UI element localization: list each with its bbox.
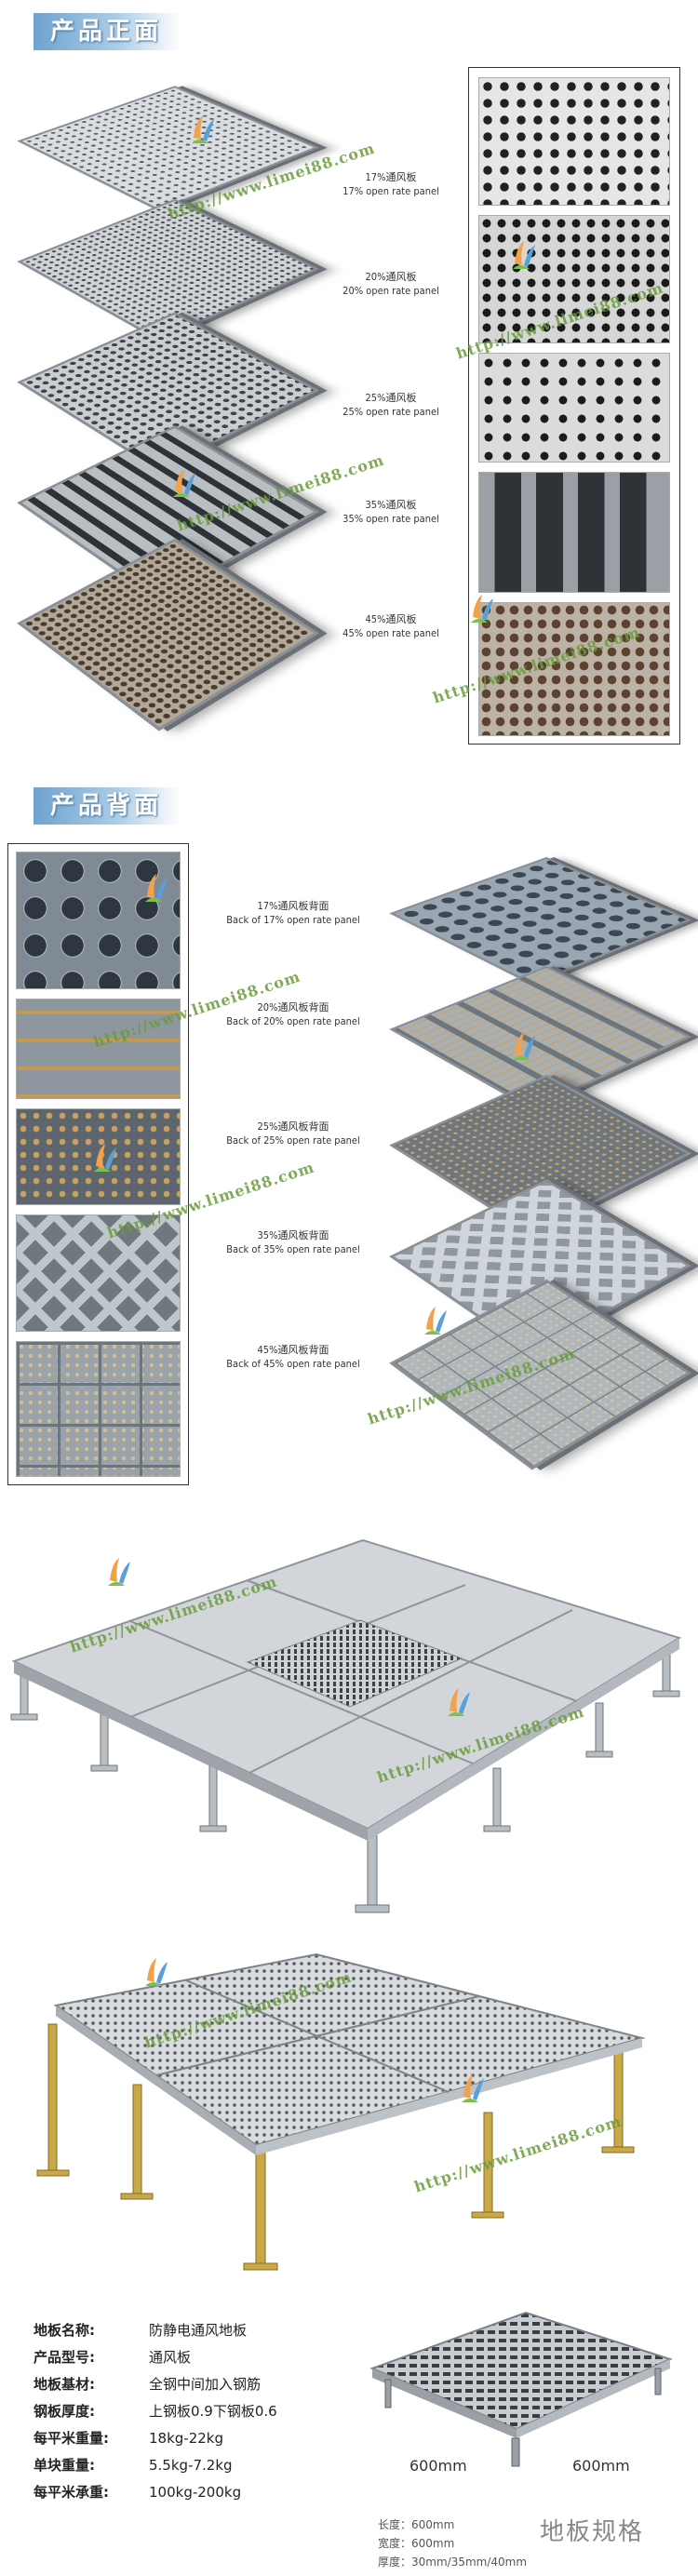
brand-logo-icon: [145, 1958, 168, 1986]
spec-key: 钢板厚度:: [34, 2403, 95, 2420]
front-closeup-frame: [468, 67, 680, 745]
spec-value: 防静电通风地板: [149, 2322, 248, 2339]
brand-logo-icon: [108, 1558, 130, 1586]
closeup-35-front: [478, 472, 670, 593]
spec-value: 上钢板0.9下钢板0.6: [149, 2403, 277, 2420]
spec-value: 5.5kg-7.2kg: [149, 2457, 233, 2474]
brand-logo-icon: [94, 1144, 116, 1172]
spec-key: 地板名称:: [34, 2322, 95, 2339]
front-panel-stack: [9, 56, 326, 745]
back-section-title: 产品背面: [34, 787, 181, 825]
dimension-length: 长度：600mm: [378, 2518, 455, 2531]
spec-key: 单块重量:: [34, 2457, 95, 2474]
back-closeup-frame: [7, 843, 189, 1485]
raised-floor-scene-1: http://www.limei88.com http://www.limei8…: [0, 1498, 698, 1936]
spec-value: 全钢中间加入钢筋: [149, 2376, 262, 2393]
spec-key: 产品型号:: [34, 2349, 95, 2366]
closeup-17-front: [478, 77, 670, 206]
spec-title: 地板规格: [540, 2518, 645, 2546]
brand-logo-icon: [448, 1688, 470, 1716]
closeup-25-back: [16, 1108, 181, 1205]
panel-17-back: [389, 856, 692, 986]
spec-value: 18kg-22kg: [149, 2430, 224, 2447]
dimension-thickness: 厚度：30mm/35mm/40mm: [378, 2556, 528, 2569]
brand-logo-icon: [145, 874, 168, 902]
brand-logo-icon: [513, 241, 535, 269]
vent-floor-illustration: [36, 1952, 646, 2271]
brand-logo-icon: [173, 469, 195, 497]
closeup-45-front: [478, 602, 670, 736]
closeup-20-back: [16, 999, 181, 1099]
brand-logo-icon: [424, 1307, 447, 1335]
dimension-left: 600mm: [409, 2457, 467, 2475]
spec-value: 通风板: [149, 2349, 192, 2366]
closeup-35-back: [16, 1214, 181, 1332]
single-panel-illustration: [369, 2311, 673, 2467]
closeup-17-back: [16, 852, 181, 989]
closeup-45-back: [16, 1341, 181, 1477]
dimension-width: 宽度：600mm: [378, 2537, 455, 2550]
spec-key: 地板基材:: [34, 2376, 95, 2393]
back-panel-stack: [372, 819, 692, 1489]
spec-key: 每平米承重:: [34, 2484, 109, 2501]
brand-logo-icon: [462, 2074, 484, 2102]
spec-value: 100kg-200kg: [149, 2484, 242, 2501]
raised-floor-scene-2: http://www.limei88.com http://www.limei8…: [0, 1945, 698, 2299]
brand-logo-icon: [192, 115, 214, 143]
brand-logo-icon: [471, 595, 493, 623]
front-section-title: 产品正面: [34, 13, 181, 50]
panel-45-front: [17, 538, 319, 731]
closeup-20-front: [478, 215, 670, 343]
closeup-25-front: [478, 353, 670, 463]
dimension-right: 600mm: [572, 2457, 630, 2475]
raised-floor-illustration: [10, 1538, 682, 1913]
brand-logo-icon: [513, 1032, 535, 1060]
panel-17-front: [17, 86, 319, 212]
spec-key: 每平米重量:: [34, 2430, 109, 2447]
